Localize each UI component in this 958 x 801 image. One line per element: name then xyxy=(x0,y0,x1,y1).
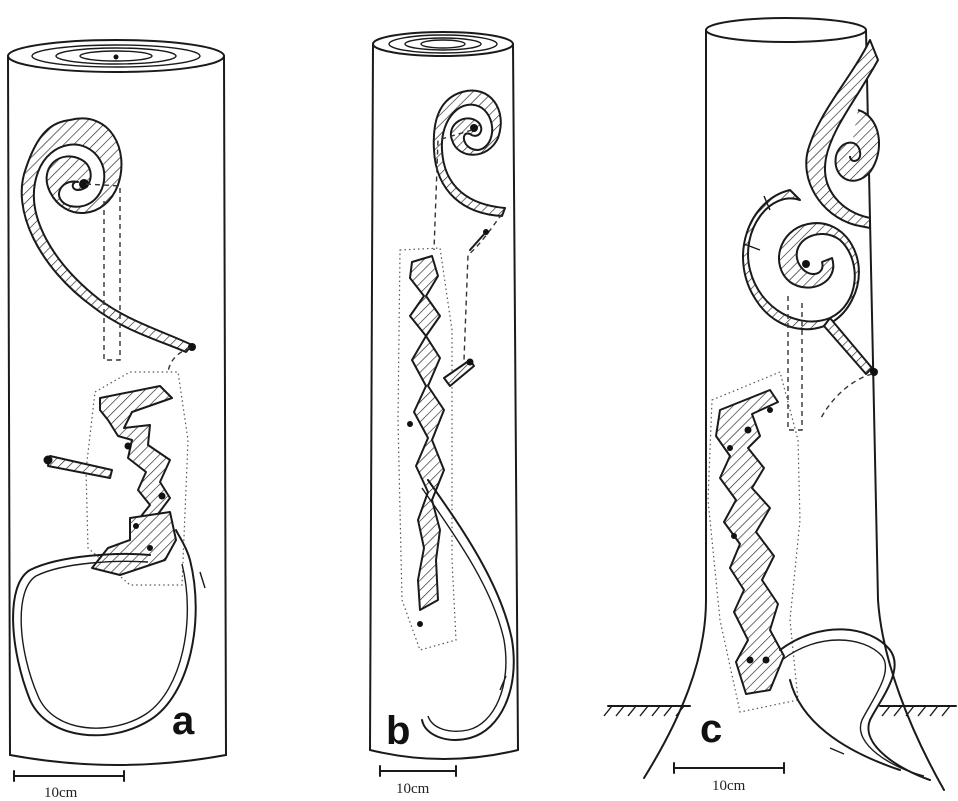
scale-label-a: 10cm xyxy=(44,785,78,801)
gallery-spiral-c xyxy=(743,40,879,430)
panel-letter-b: b xyxy=(386,709,410,753)
panel-letter-a: a xyxy=(172,699,195,743)
gallery-main-b xyxy=(398,248,474,650)
panel-b: b 10cm xyxy=(370,32,518,797)
panel-letter-c: c xyxy=(700,707,722,751)
panel-c: c 10cm xyxy=(604,18,956,794)
gallery-spiral-a xyxy=(22,118,196,372)
gallery-main-c xyxy=(708,372,800,712)
scale-label-b: 10cm xyxy=(396,781,430,797)
panel-a: a 10cm xyxy=(8,40,226,801)
scale-label-c: 10cm xyxy=(712,778,746,794)
gallery-root-c xyxy=(780,629,930,780)
ground-line-c xyxy=(604,706,956,716)
scale-bar-b xyxy=(380,766,456,776)
gallery-spiral-b xyxy=(434,91,505,360)
scale-bar-c xyxy=(674,763,784,773)
scale-bar-a xyxy=(14,771,124,781)
log-c-outline xyxy=(644,18,944,790)
